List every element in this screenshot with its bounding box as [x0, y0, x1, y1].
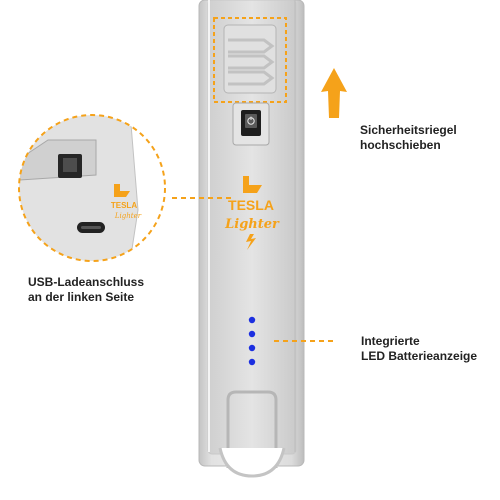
safety-slider-label: Sicherheitsriegel hochschieben [360, 123, 457, 153]
lanyard-hole [218, 390, 286, 478]
slide-up-arrow-icon [321, 68, 347, 118]
brand-name: TESLA [228, 197, 274, 213]
power-button [232, 102, 270, 146]
usb-port-zoom: TESLA Lighter [18, 114, 166, 262]
svg-text:TESLA: TESLA [111, 201, 137, 210]
brand-logo: TESLA Lighter [224, 176, 280, 250]
svg-text:Lighter: Lighter [114, 212, 142, 220]
battery-led-indicator [248, 316, 256, 366]
battery-led-1 [248, 316, 256, 324]
brand-subtitle: Lighter [224, 217, 280, 232]
battery-led-4 [248, 358, 256, 366]
highlight-frame [213, 17, 287, 103]
safety-slider-label-line2: hochschieben [360, 138, 441, 152]
usb-port-label-line1: USB-Ladeanschluss [28, 275, 145, 289]
safety-slider [213, 17, 287, 103]
battery-led-2 [248, 330, 256, 338]
safety-slider-label-line1: Sicherheitsriegel [360, 123, 457, 137]
battery-indicator-label-line1: Integrierte [361, 334, 420, 348]
usb-port-label: USB-Ladeanschluss an der linken Seite [28, 275, 144, 305]
battery-indicator-label: Integrierte LED Batterieanzeige [361, 334, 477, 364]
battery-led-3 [248, 344, 256, 352]
battery-indicator-label-line2: LED Batterieanzeige [361, 349, 478, 363]
usb-port-label-line2: an der linken Seite [28, 290, 135, 304]
